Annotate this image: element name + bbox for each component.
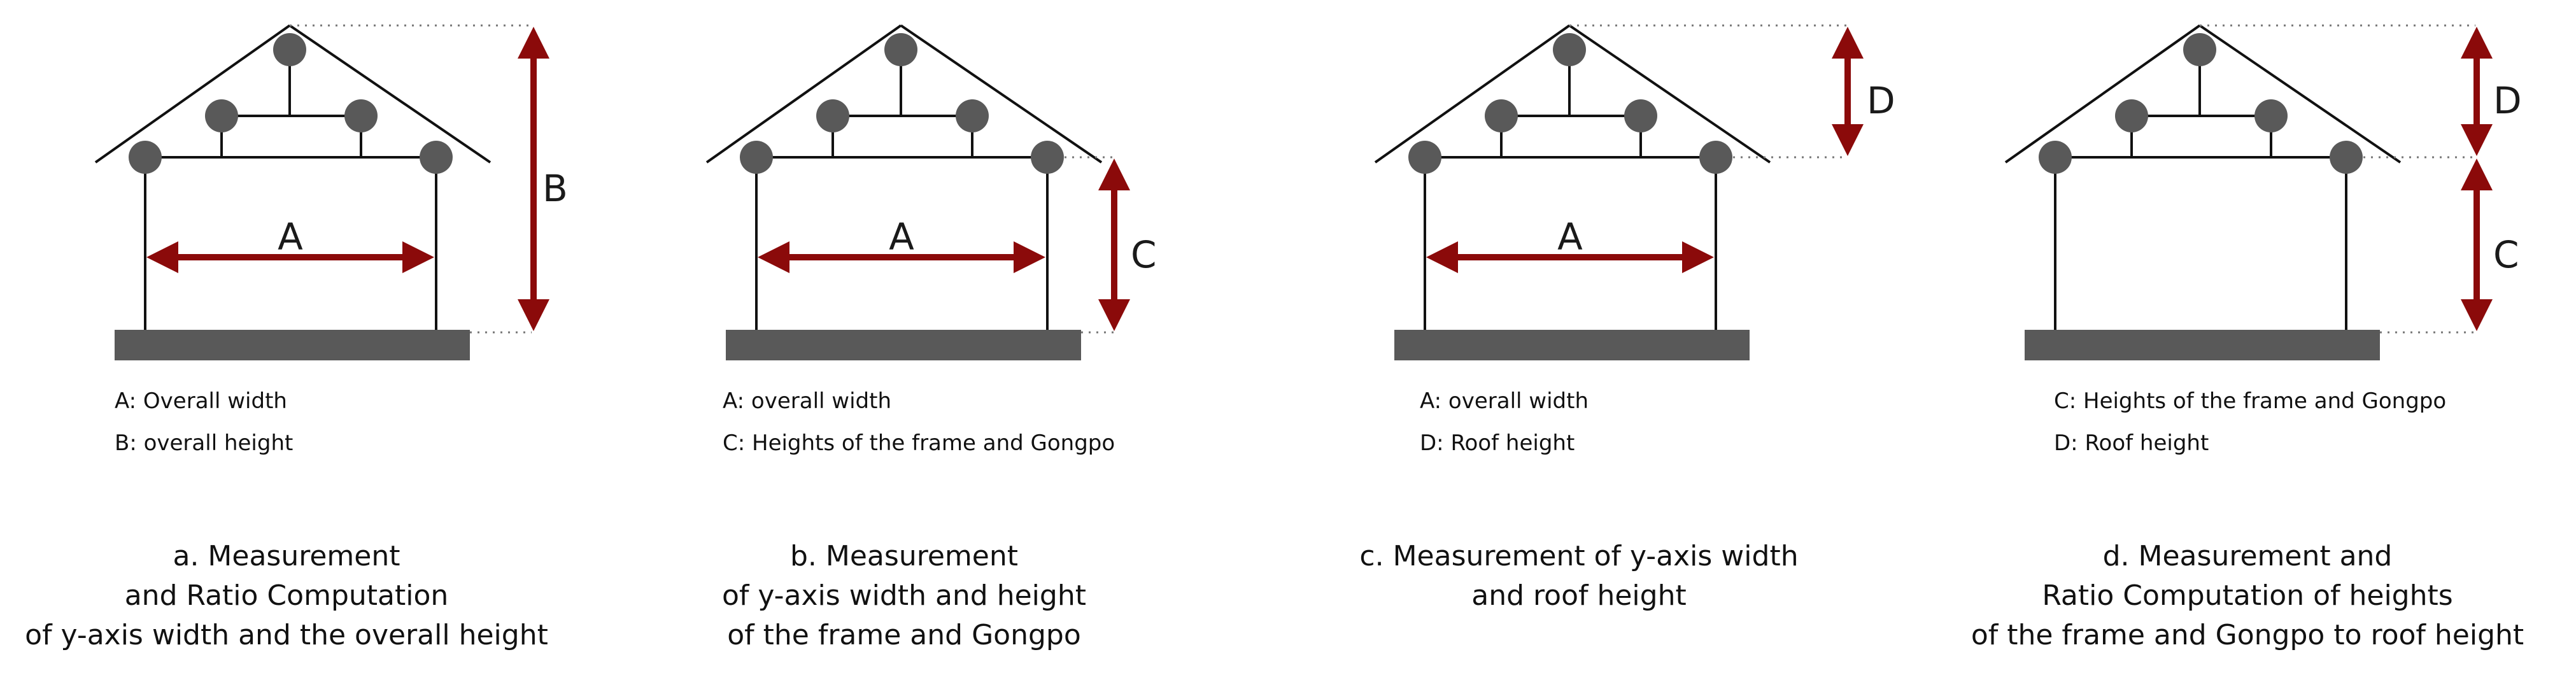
caption: b. Measurement of y-axis width and heigh… xyxy=(618,537,1191,655)
house-drawing-c: A D xyxy=(1374,24,1895,360)
caption-line-1: b. Measurement xyxy=(790,540,1018,572)
caption-line-2: Ratio Computation of heights xyxy=(2042,579,2453,612)
caption-line-3: of y-axis width and the overall height xyxy=(25,619,548,651)
guide-lines xyxy=(2200,24,2475,334)
legend-line-1: A: overall width xyxy=(1420,388,1589,414)
caption-line-3: of the frame and Gongpo to roof height xyxy=(1971,619,2524,651)
legend-line-1: A: overall width xyxy=(723,388,891,414)
height-label: C xyxy=(1131,233,1157,276)
legend-line-2: B: overall height xyxy=(115,430,294,456)
house-drawing-a: A B xyxy=(94,24,568,360)
house-drawing-b: A C xyxy=(705,24,1157,360)
column-nodes xyxy=(129,33,453,174)
column-nodes xyxy=(740,33,1064,174)
caption: c. Measurement of y-axis width and roof … xyxy=(1292,537,1865,616)
caption-line-3: of the frame and Gongpo xyxy=(727,619,1081,651)
caption-line-2: and roof height xyxy=(1471,579,1687,612)
house-structure xyxy=(2004,24,2402,330)
legend: A: Overall width B: overall height xyxy=(115,380,293,464)
ground-slab xyxy=(1394,330,1750,360)
ground-slab xyxy=(2025,330,2380,360)
house-structure xyxy=(1374,24,1771,330)
legend: A: overall width D: Roof height xyxy=(1420,380,1589,464)
guide-lines xyxy=(1065,156,1114,334)
column-nodes xyxy=(2039,33,2363,174)
legend-line-2: D: Roof height xyxy=(1420,430,1575,456)
panel-d: D C C: Heights of the frame and Gongpo D… xyxy=(1910,0,2547,687)
caption-line-1: c. Measurement of y-axis width xyxy=(1359,540,1799,572)
caption-line-2: and Ratio Computation xyxy=(124,579,449,612)
ground-slab xyxy=(726,330,1081,360)
width-label: A xyxy=(889,215,914,259)
panel-b: A C A: overall width C: Heights of the f… xyxy=(611,0,1248,687)
house-drawing-d: D C xyxy=(2004,24,2522,360)
guide-lines xyxy=(290,24,532,334)
legend-line-2: C: Heights of the frame and Gongpo xyxy=(723,430,1115,456)
caption: d. Measurement and Ratio Computation of … xyxy=(1961,537,2534,655)
ground-slab xyxy=(115,330,470,360)
legend: C: Heights of the frame and Gongpo D: Ro… xyxy=(2054,380,2446,464)
caption-line-1: a. Measurement xyxy=(173,540,400,572)
height-label: B xyxy=(542,167,568,210)
caption-line-2: of y-axis width and height xyxy=(722,579,1086,612)
column-nodes xyxy=(1408,33,1732,174)
caption-line-1: d. Measurement and xyxy=(2102,540,2393,572)
legend-line-2: D: Roof height xyxy=(2054,430,2209,456)
width-label: A xyxy=(278,215,303,259)
height-label: D xyxy=(1867,79,1895,122)
legend-line-1: C: Heights of the frame and Gongpo xyxy=(2054,388,2447,414)
guide-lines xyxy=(1569,24,1846,159)
legend: A: overall width C: Heights of the frame… xyxy=(723,380,1115,464)
legend-line-1: A: Overall width xyxy=(115,388,287,414)
house-structure xyxy=(705,24,1103,330)
house-structure xyxy=(94,24,492,330)
caption: a. Measurement and Ratio Computation of … xyxy=(0,537,573,655)
upper-height-label: D xyxy=(2493,79,2522,122)
panel-c: A D A: overall width D: Roof height c. M… xyxy=(1280,0,1916,687)
width-label: A xyxy=(1557,215,1583,259)
lower-height-label: C xyxy=(2493,233,2519,276)
panel-a: A B A: Overall width B: overall height a… xyxy=(0,0,637,687)
